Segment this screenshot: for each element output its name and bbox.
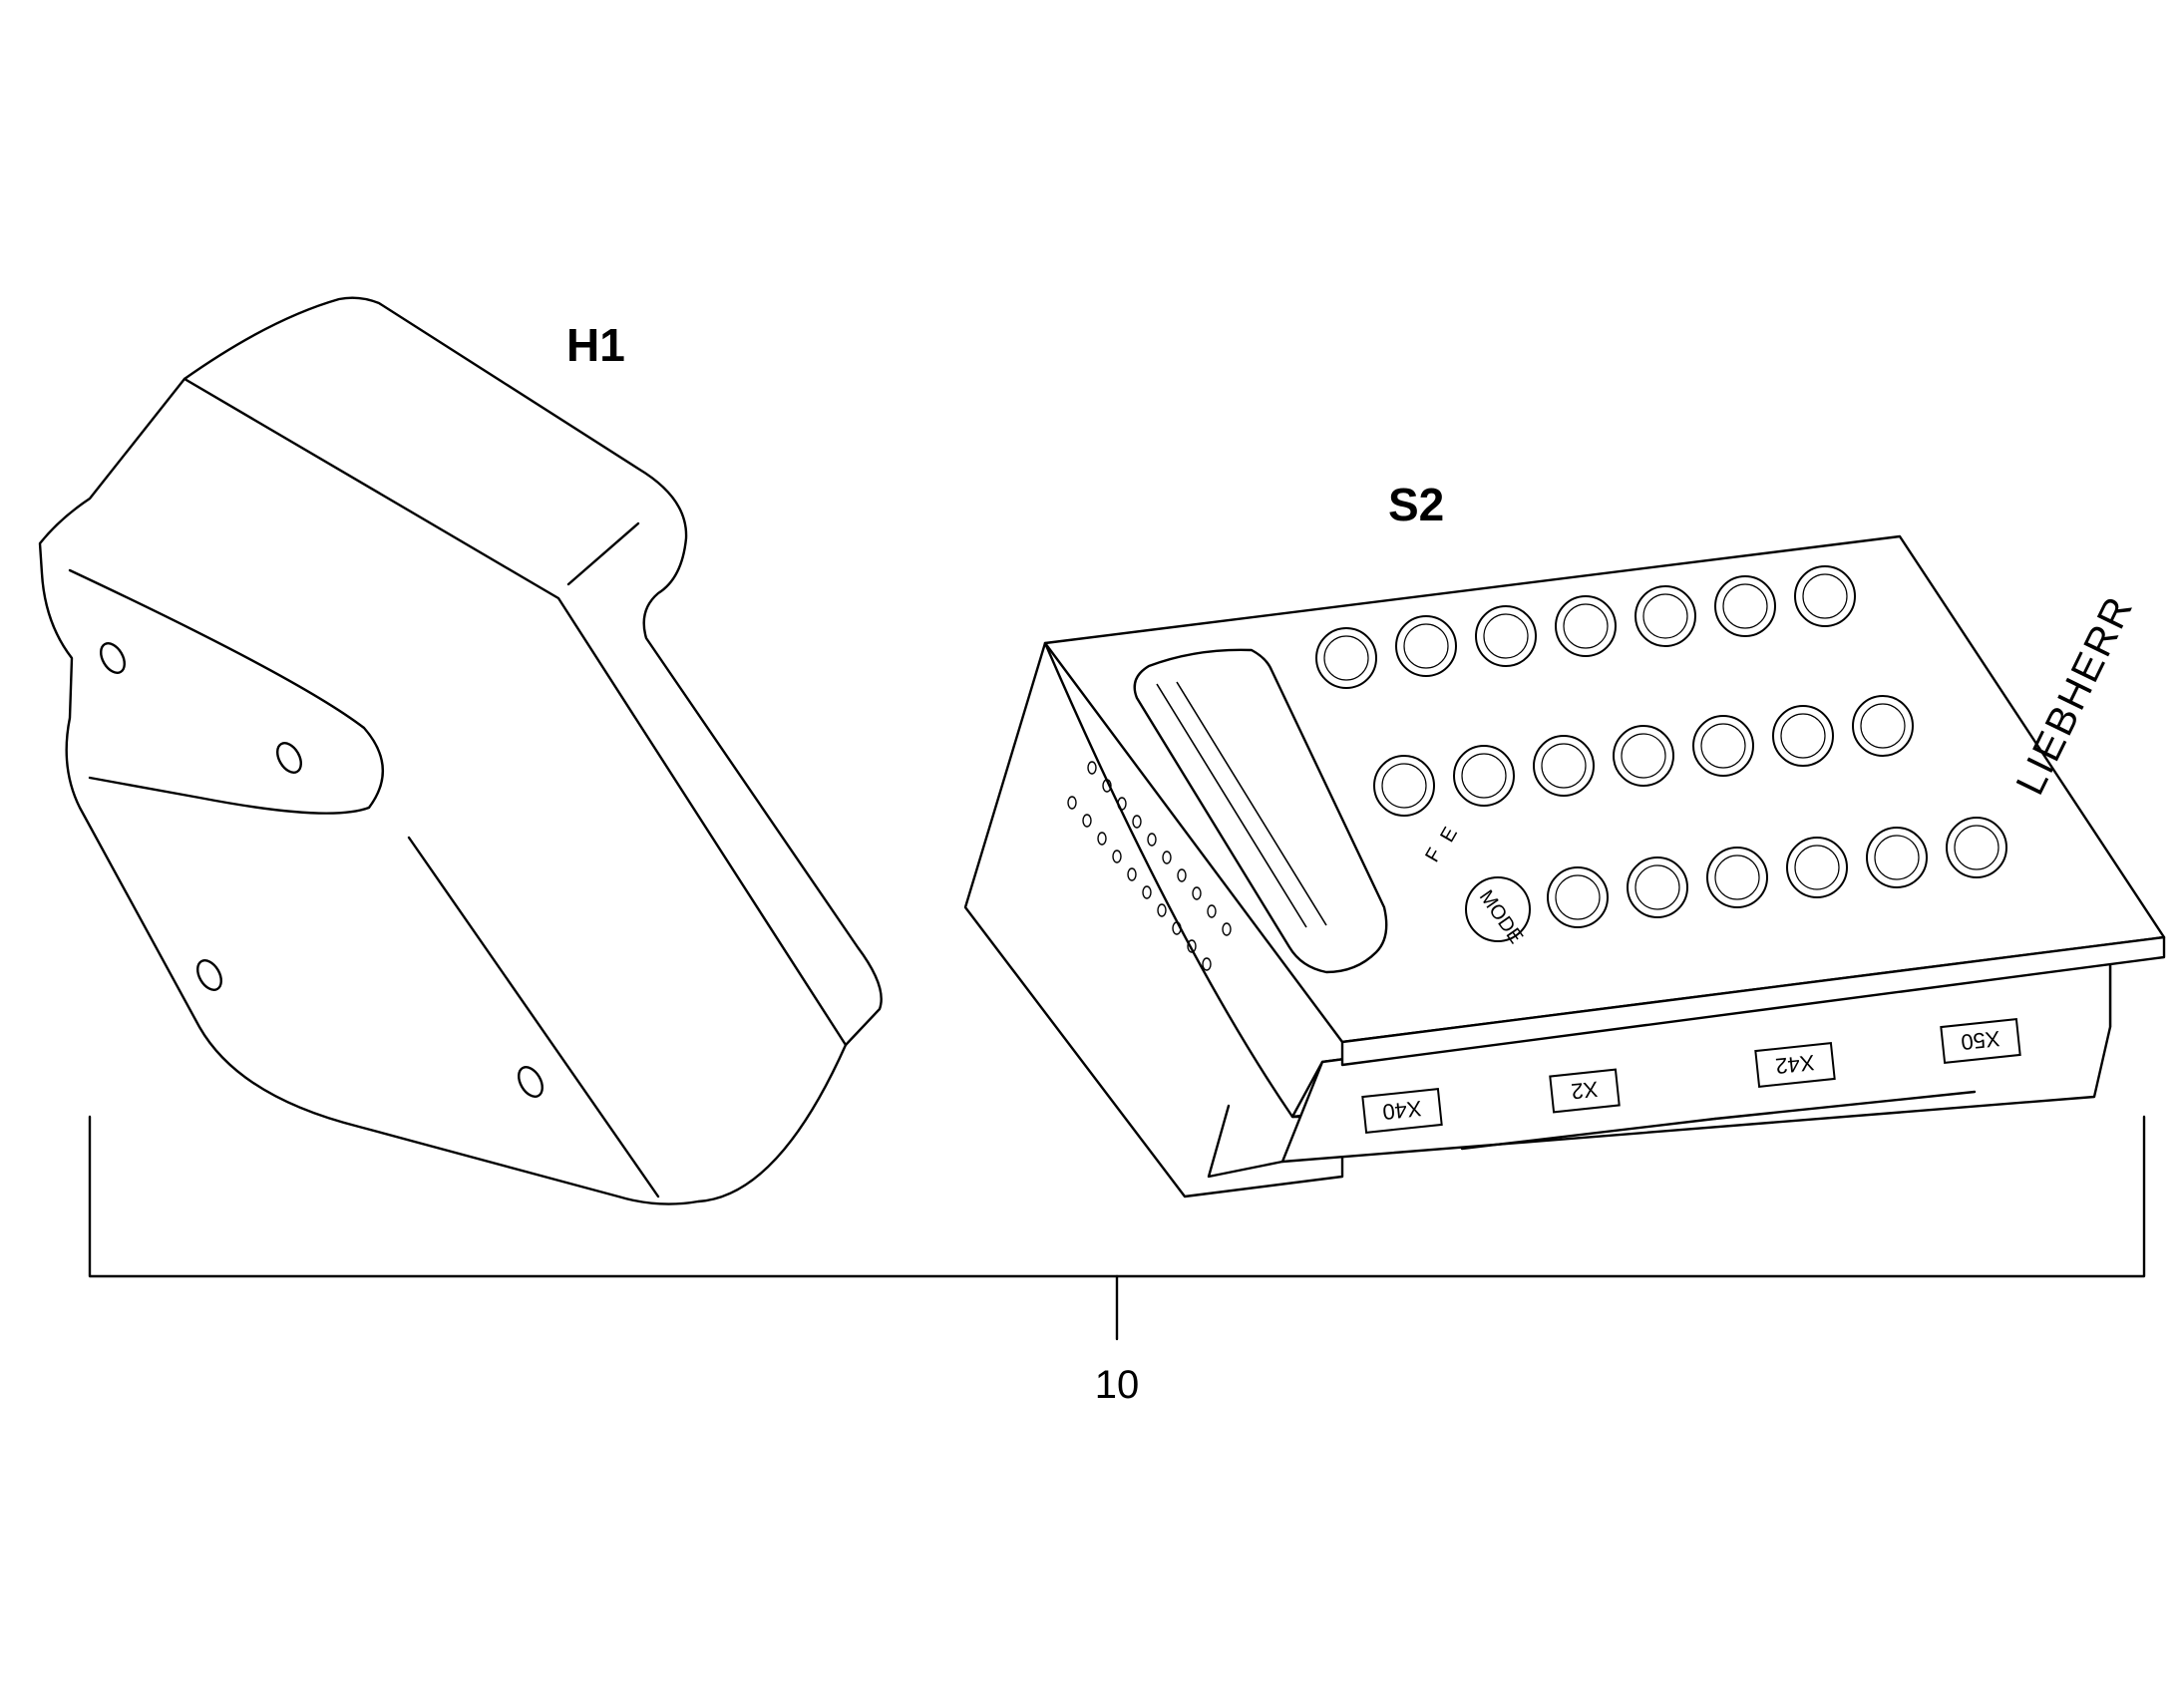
brand-logo-text: LIEBHERR (2008, 588, 2142, 801)
svg-text:X40: X40 (1381, 1096, 1423, 1125)
label-h1: H1 (566, 319, 625, 371)
assembly-bracket (88, 1115, 2146, 1341)
vent-holes (1067, 761, 1232, 971)
keypad-s2: MODE F E LIEBHERR X40 X2 X42 X50 (963, 534, 2166, 1198)
svg-text:X50: X50 (1960, 1026, 2001, 1055)
label-s2: S2 (1388, 479, 1444, 530)
svg-text:X2: X2 (1570, 1077, 1599, 1105)
connector-x50: X50 (1940, 1018, 2021, 1064)
keys (1315, 565, 2007, 942)
connector-x40: X40 (1361, 1088, 1443, 1134)
assembly-number: 10 (1095, 1363, 1140, 1407)
housing-h1 (38, 296, 883, 1205)
connector-x42: X42 (1754, 1042, 1836, 1088)
svg-text:X42: X42 (1774, 1050, 1816, 1079)
connector-x2: X2 (1549, 1068, 1621, 1114)
